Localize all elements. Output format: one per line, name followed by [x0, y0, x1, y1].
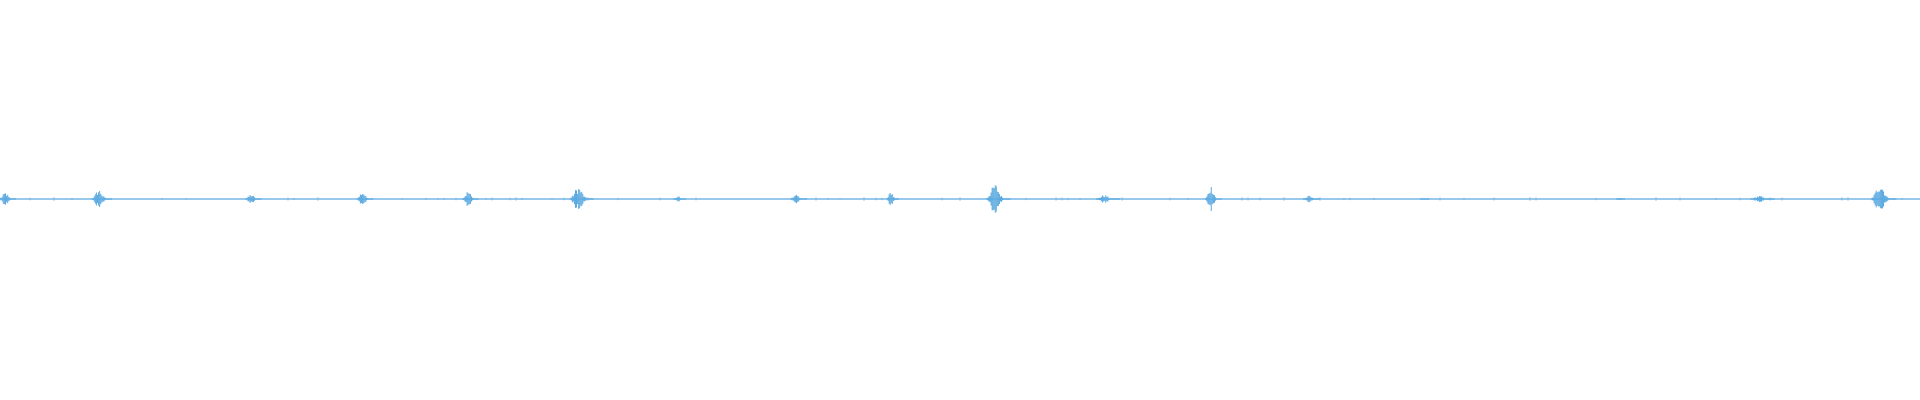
waveform-burst [462, 192, 479, 206]
waveform-burst [91, 191, 112, 207]
waveform-burst [986, 185, 1011, 213]
waveform-burst [1616, 198, 1625, 200]
waveform-burst [673, 196, 686, 202]
waveform-burst [1750, 196, 1775, 202]
waveform-burst [886, 192, 900, 206]
waveform-burst [1420, 198, 1429, 200]
waveform-bursts [0, 185, 1903, 213]
waveform-burst [245, 195, 262, 203]
waveform-noise [0, 197, 1903, 201]
waveform-burst [1095, 195, 1120, 203]
waveform-burst [356, 194, 373, 204]
waveform-burst [1303, 195, 1320, 203]
waveform-burst [790, 194, 807, 204]
waveform-burst [1871, 189, 1896, 209]
waveform-burst [0, 193, 16, 205]
waveform-burst [1205, 186, 1222, 212]
